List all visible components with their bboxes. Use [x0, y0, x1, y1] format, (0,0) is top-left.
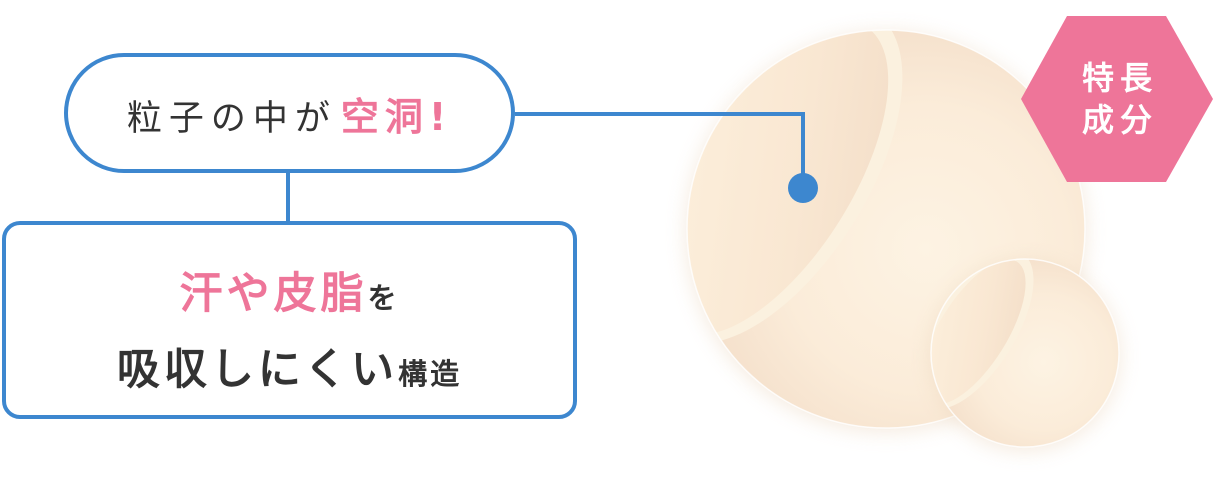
description-line-1: 汗や皮脂を: [6, 259, 573, 321]
badge-line-1: 特長: [1081, 59, 1158, 97]
feature-badge-hexagon: [1021, 16, 1213, 182]
description-highlight: 汗や皮脂: [179, 269, 368, 319]
description-line-2: 吸収しにくい構造: [6, 335, 573, 397]
callout-pill: 粒子の中が 空洞!: [64, 53, 515, 173]
small-hollow-sphere: [930, 258, 1120, 451]
callout-prefix: 粒子の中が: [126, 98, 337, 139]
callout-highlight: 空洞!: [340, 94, 453, 139]
description-main: 吸収しにくい: [116, 345, 399, 395]
description-box: 汗や皮脂を 吸収しにくい構造: [2, 221, 577, 419]
pill-to-particle-connector: [515, 112, 805, 188]
description-particle: を: [367, 281, 400, 315]
callout-text: 粒子の中が 空洞!: [127, 86, 452, 141]
badge-line-2: 成分: [1081, 101, 1158, 139]
description-suffix: 構造: [398, 357, 463, 391]
pointer-dot: [788, 173, 818, 203]
feature-badge: 特長 成分: [1021, 16, 1213, 182]
